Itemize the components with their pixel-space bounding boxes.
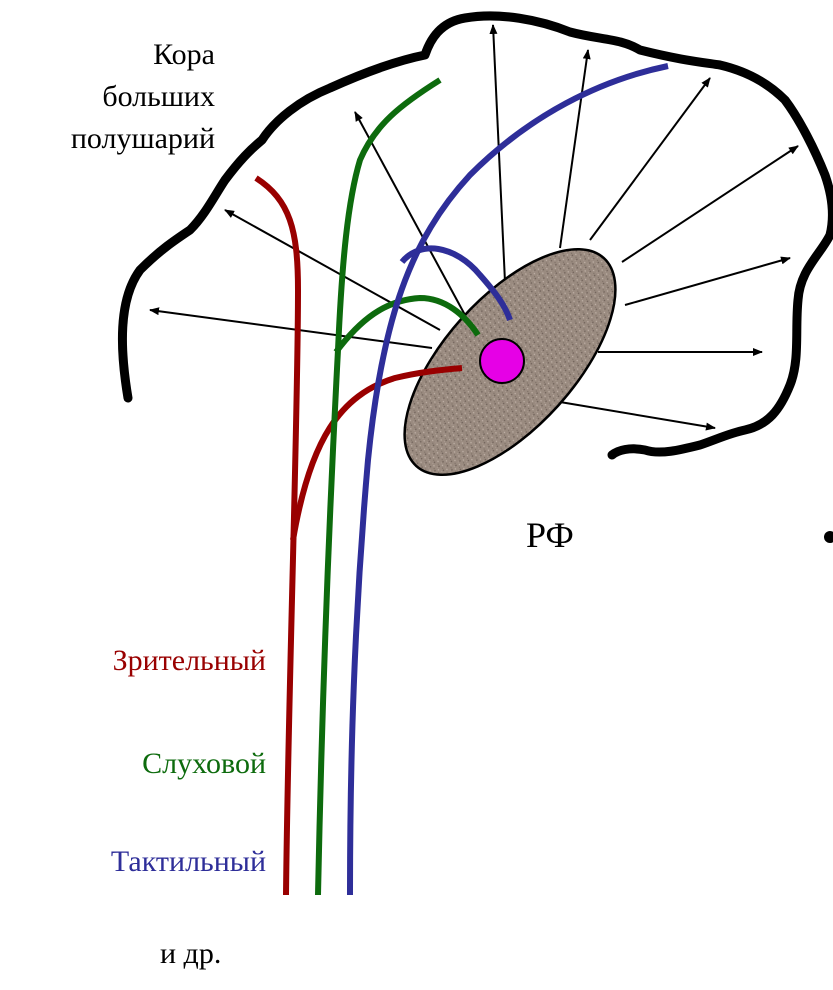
pathway-label-tactile: Тактильный (0, 845, 266, 879)
rf-center-dot (480, 339, 524, 383)
arrow-10 (560, 402, 715, 428)
cortex-label: Кора больших полушарий (0, 38, 215, 156)
pathway-label-auditory: Слуховой (0, 747, 266, 781)
arrow-8 (625, 258, 790, 305)
pathway-label-visual: Зрительный (0, 644, 266, 678)
cortex-label-line-2: больших (0, 80, 215, 114)
arrow-5 (560, 50, 588, 248)
cortex-label-line-3: полушарий (0, 122, 215, 156)
arrow-7 (622, 146, 798, 262)
rf-label: РФ (526, 515, 574, 555)
cortex-label-line-1: Кора (0, 38, 215, 72)
etc-label: и др. (160, 937, 221, 971)
bullet-dot (824, 531, 833, 543)
pathway-auditory (318, 80, 478, 895)
